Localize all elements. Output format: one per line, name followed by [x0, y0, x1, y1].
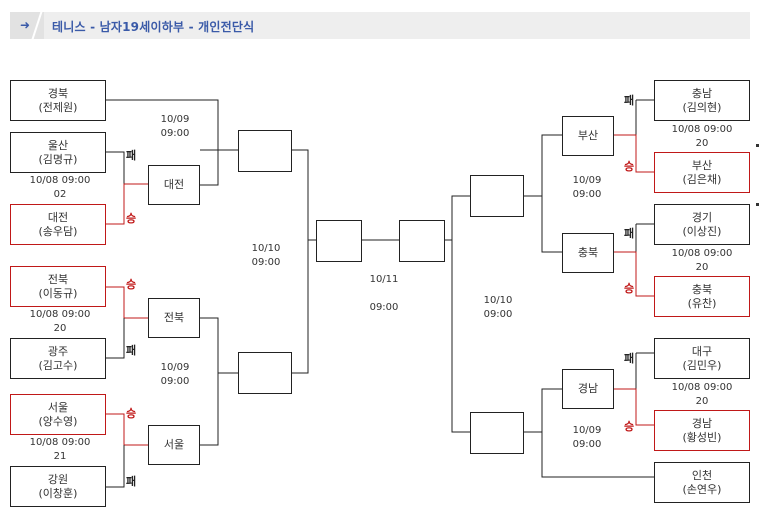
player-right-3[interactable]: 경기 (이상진) — [654, 204, 750, 245]
player-team: 대구 — [691, 345, 713, 358]
player-team: 인천 — [691, 469, 713, 482]
loss-label: 패 — [126, 344, 137, 357]
bullet-dot — [756, 203, 759, 206]
player-name: (전제원) — [38, 101, 78, 114]
round2-team[interactable]: 부산 — [562, 116, 614, 156]
player-team: 충북 — [691, 283, 713, 296]
page-title: 테니스 - 남자19세이하부 - 개인전단식 — [52, 20, 255, 34]
round3-slot[interactable] — [470, 175, 524, 217]
player-name: (김민우) — [682, 359, 722, 372]
loss-label: 패 — [126, 149, 137, 162]
round2-team[interactable]: 대전 — [148, 165, 200, 205]
player-left-7[interactable]: 강원 (이창훈) — [10, 466, 106, 507]
win-label: 승 — [624, 282, 635, 295]
win-label: 승 — [126, 278, 137, 291]
player-team: 강원 — [47, 473, 69, 486]
player-team: 경북 — [47, 87, 69, 100]
win-label: 승 — [624, 420, 635, 433]
player-team: 전북 — [47, 273, 69, 286]
bullet-dot — [756, 144, 759, 147]
player-name: (송우담) — [38, 225, 78, 238]
player-team: 경기 — [691, 211, 713, 224]
loss-label: 패 — [624, 352, 635, 365]
final-time: 09:00 — [369, 302, 399, 313]
round2-team[interactable]: 경남 — [562, 369, 614, 409]
player-name: (이상진) — [682, 225, 722, 238]
round2-team[interactable]: 전북 — [148, 298, 200, 338]
final-date: 10/11 — [369, 274, 399, 285]
player-left-1[interactable]: 경북 (전제원) — [10, 80, 106, 121]
player-name: (김의현) — [682, 101, 722, 114]
round2-team[interactable]: 서울 — [148, 425, 200, 465]
player-name: (이창훈) — [38, 487, 78, 500]
player-left-6[interactable]: 서울 (양수영) — [10, 394, 106, 435]
player-name: (양수영) — [38, 415, 78, 428]
player-team: 경남 — [691, 417, 713, 430]
round3-slot[interactable] — [238, 130, 292, 172]
player-team: 충남 — [691, 87, 713, 100]
player-name: (김은채) — [682, 173, 722, 186]
player-right-1[interactable]: 충남 (김의현) — [654, 80, 750, 121]
page-header: ➜ 테니스 - 남자19세이하부 - 개인전단식 — [10, 10, 750, 41]
player-team: 광주 — [47, 345, 69, 358]
semifinal-slot-right[interactable] — [399, 220, 445, 262]
player-right-6[interactable]: 경남 (황성빈) — [654, 410, 750, 451]
player-left-4[interactable]: 전북 (이동규) — [10, 266, 106, 307]
loss-label: 패 — [624, 94, 635, 107]
player-right-7[interactable]: 인천 (손연우) — [654, 462, 750, 503]
player-left-2[interactable]: 울산 (김명규) — [10, 132, 106, 173]
player-team: 서울 — [47, 401, 69, 414]
player-team: 울산 — [47, 139, 69, 152]
player-name: (김고수) — [38, 359, 78, 372]
win-label: 승 — [126, 212, 137, 225]
player-left-3[interactable]: 대전 (송우담) — [10, 204, 106, 245]
player-name: (김명규) — [38, 153, 78, 166]
semifinal-slot-left[interactable] — [316, 220, 362, 262]
round3-slot[interactable] — [238, 352, 292, 394]
player-right-4[interactable]: 충북 (유찬) — [654, 276, 750, 317]
player-name: (이동규) — [38, 287, 78, 300]
round3-slot[interactable] — [470, 412, 524, 454]
win-label: 승 — [126, 407, 137, 420]
loss-label: 패 — [624, 227, 635, 240]
loss-label: 패 — [126, 475, 137, 488]
arrow-icon: ➜ — [10, 10, 44, 41]
player-name: (유찬) — [687, 297, 717, 310]
player-name: (황성빈) — [682, 431, 722, 444]
player-right-2[interactable]: 부산 (김은채) — [654, 152, 750, 193]
player-team: 대전 — [47, 211, 69, 224]
round2-team[interactable]: 충북 — [562, 233, 614, 273]
player-name: (손연우) — [682, 483, 722, 496]
player-right-5[interactable]: 대구 (김민우) — [654, 338, 750, 379]
player-left-5[interactable]: 광주 (김고수) — [10, 338, 106, 379]
win-label: 승 — [624, 160, 635, 173]
player-team: 부산 — [691, 159, 713, 172]
